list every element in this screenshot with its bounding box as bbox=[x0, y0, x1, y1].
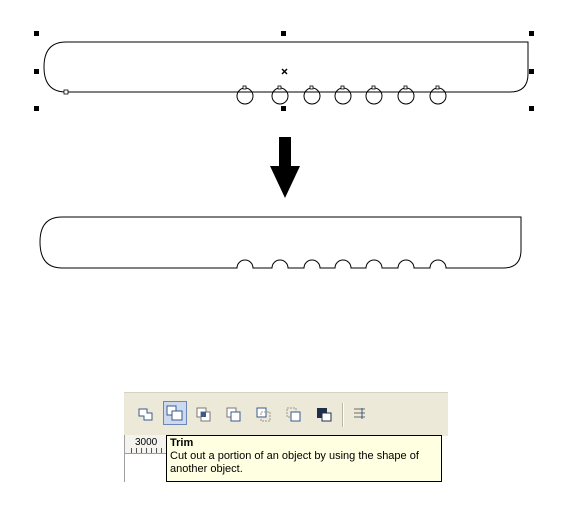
back-minus-front-button[interactable] bbox=[284, 404, 304, 424]
simplify-button[interactable] bbox=[224, 404, 244, 424]
ruler-area: 3000 bbox=[124, 435, 169, 482]
after-trimmed-shape[interactable] bbox=[39, 216, 522, 269]
create-boundary-button[interactable] bbox=[314, 404, 334, 424]
handle-middle-right bbox=[529, 69, 534, 74]
back-minus-front-icon bbox=[286, 407, 301, 422]
shaping-toolbar bbox=[124, 392, 448, 436]
handle-bottom-right bbox=[529, 106, 534, 111]
before-shape-group[interactable] bbox=[34, 31, 534, 111]
center-x-icon[interactable] bbox=[281, 68, 288, 75]
circle-7 bbox=[429, 87, 447, 105]
handle-top-left bbox=[34, 31, 39, 36]
drawing-canvas[interactable] bbox=[0, 0, 578, 392]
handle-top-center bbox=[281, 31, 286, 36]
rectangle-node-marker bbox=[63, 89, 69, 95]
circle-2 bbox=[271, 87, 289, 105]
trim-icon bbox=[166, 405, 183, 421]
ruler-ticks bbox=[131, 448, 169, 453]
circle-node-markers bbox=[242, 85, 440, 90]
circle-6 bbox=[397, 87, 415, 105]
trim-button[interactable] bbox=[163, 401, 187, 425]
tooltip-title: Trim bbox=[170, 437, 194, 449]
tooltip-description: Cut out a portion of an object by using … bbox=[170, 450, 419, 475]
create-boundary-icon bbox=[317, 408, 332, 422]
circle-4 bbox=[334, 87, 352, 105]
extra-options-button[interactable] bbox=[350, 404, 370, 424]
intersect-icon bbox=[196, 407, 211, 422]
front-minus-back-icon bbox=[256, 407, 271, 422]
handle-bottom-center bbox=[281, 106, 286, 111]
simplify-icon bbox=[226, 407, 241, 422]
selection-handles[interactable] bbox=[34, 31, 534, 111]
down-arrow-icon bbox=[270, 137, 300, 198]
toolbar-separator bbox=[342, 403, 344, 427]
options-lines-icon bbox=[354, 408, 365, 419]
intersect-button[interactable] bbox=[194, 404, 214, 424]
before-rounded-rectangle[interactable] bbox=[43, 41, 529, 93]
horizontal-ruler[interactable]: 3000 bbox=[125, 435, 169, 454]
handle-middle-left bbox=[34, 69, 39, 74]
circle-5 bbox=[365, 87, 383, 105]
trim-tooltip: Trim Cut out a portion of an object by u… bbox=[166, 435, 442, 482]
ruler-label: 3000 bbox=[135, 437, 158, 448]
weld-button[interactable] bbox=[136, 404, 156, 424]
front-minus-back-button[interactable] bbox=[254, 404, 274, 424]
circle-3 bbox=[303, 87, 321, 105]
before-circles[interactable] bbox=[236, 87, 447, 105]
circle-1 bbox=[236, 87, 254, 105]
handle-top-right bbox=[529, 31, 534, 36]
weld-icon bbox=[138, 408, 153, 421]
handle-bottom-left bbox=[34, 106, 39, 111]
